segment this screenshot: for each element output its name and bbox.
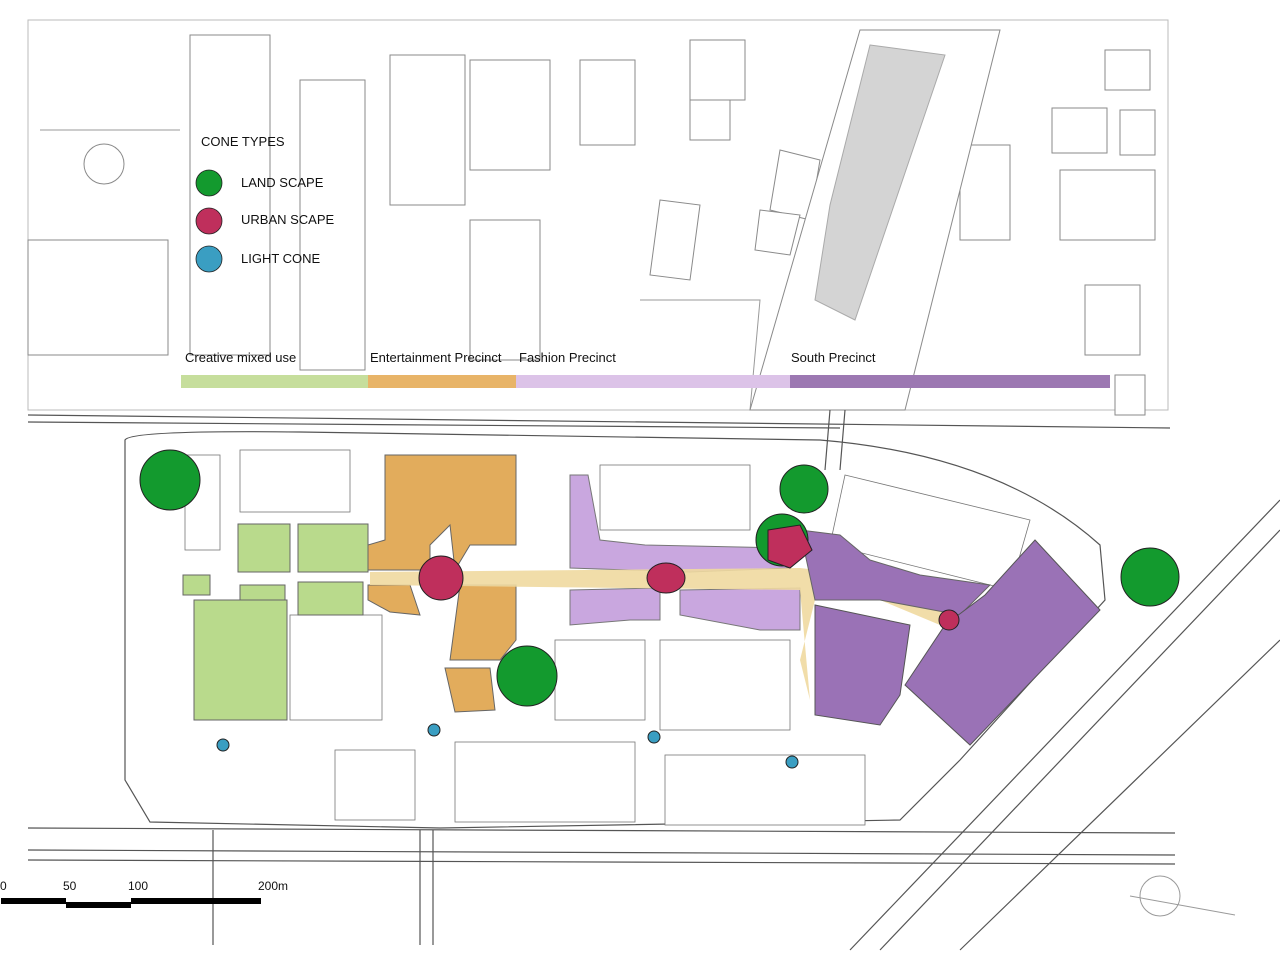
roads [27,409,1280,951]
precinct-band-south [790,375,1110,388]
precinct-band-fashion [516,375,790,388]
landscape-cone [496,645,558,707]
fashion-precinct-buildings [569,474,801,631]
scale-label-50: 50 [63,879,77,893]
creative-precinct-buildings [182,523,369,721]
legend-title: CONE TYPES [201,134,285,149]
light-cone-icon [195,245,223,273]
landscape-cone [779,464,829,514]
scale-bar: 0 50 100 200m [0,879,288,908]
car-parks [184,449,1031,826]
urbanscape-cone-icon [195,207,223,235]
precinct-label-entertainment: Entertainment Precinct [370,350,502,365]
scale-label-200m: 200m [258,879,288,893]
landscape-cone-icon [195,169,223,197]
light-cone [785,755,799,769]
precinct-label-fashion: Fashion Precinct [519,350,616,365]
landscape-cone [139,449,201,511]
existing-building [814,44,946,321]
entertainment-precinct-buildings [367,454,517,713]
scale-label-100: 100 [128,879,148,893]
legend-label-landscape: LAND SCAPE [241,175,324,190]
legend-label-light-cone: LIGHT CONE [241,251,321,266]
urbanscape-cone [418,555,464,601]
legend: CONE TYPES LAND SCAPE URBAN SCAPE LIGHT … [195,134,335,273]
light-cone [427,723,441,737]
landscape-cone [1120,547,1180,607]
light-cone [216,738,230,752]
precinct-label-creative: Creative mixed use [185,350,296,365]
urbanscape-cone [938,609,960,631]
legend-label-urbanscape: URBAN SCAPE [241,212,335,227]
precinct-label-south: South Precinct [791,350,876,365]
light-cone [647,730,661,744]
south-precinct-buildings [799,529,1101,746]
precinct-band-creative [181,375,368,388]
precinct-bar: Creative mixed use Entertainment Precinc… [181,350,1110,388]
mall-street [370,568,945,700]
urbanscape-cone [646,562,686,594]
scale-label-0: 0 [0,879,7,893]
context-buildings [27,19,1169,416]
urbanscape-cone [767,524,813,569]
cones [139,449,1180,769]
precinct-band-entertainment [368,375,516,388]
